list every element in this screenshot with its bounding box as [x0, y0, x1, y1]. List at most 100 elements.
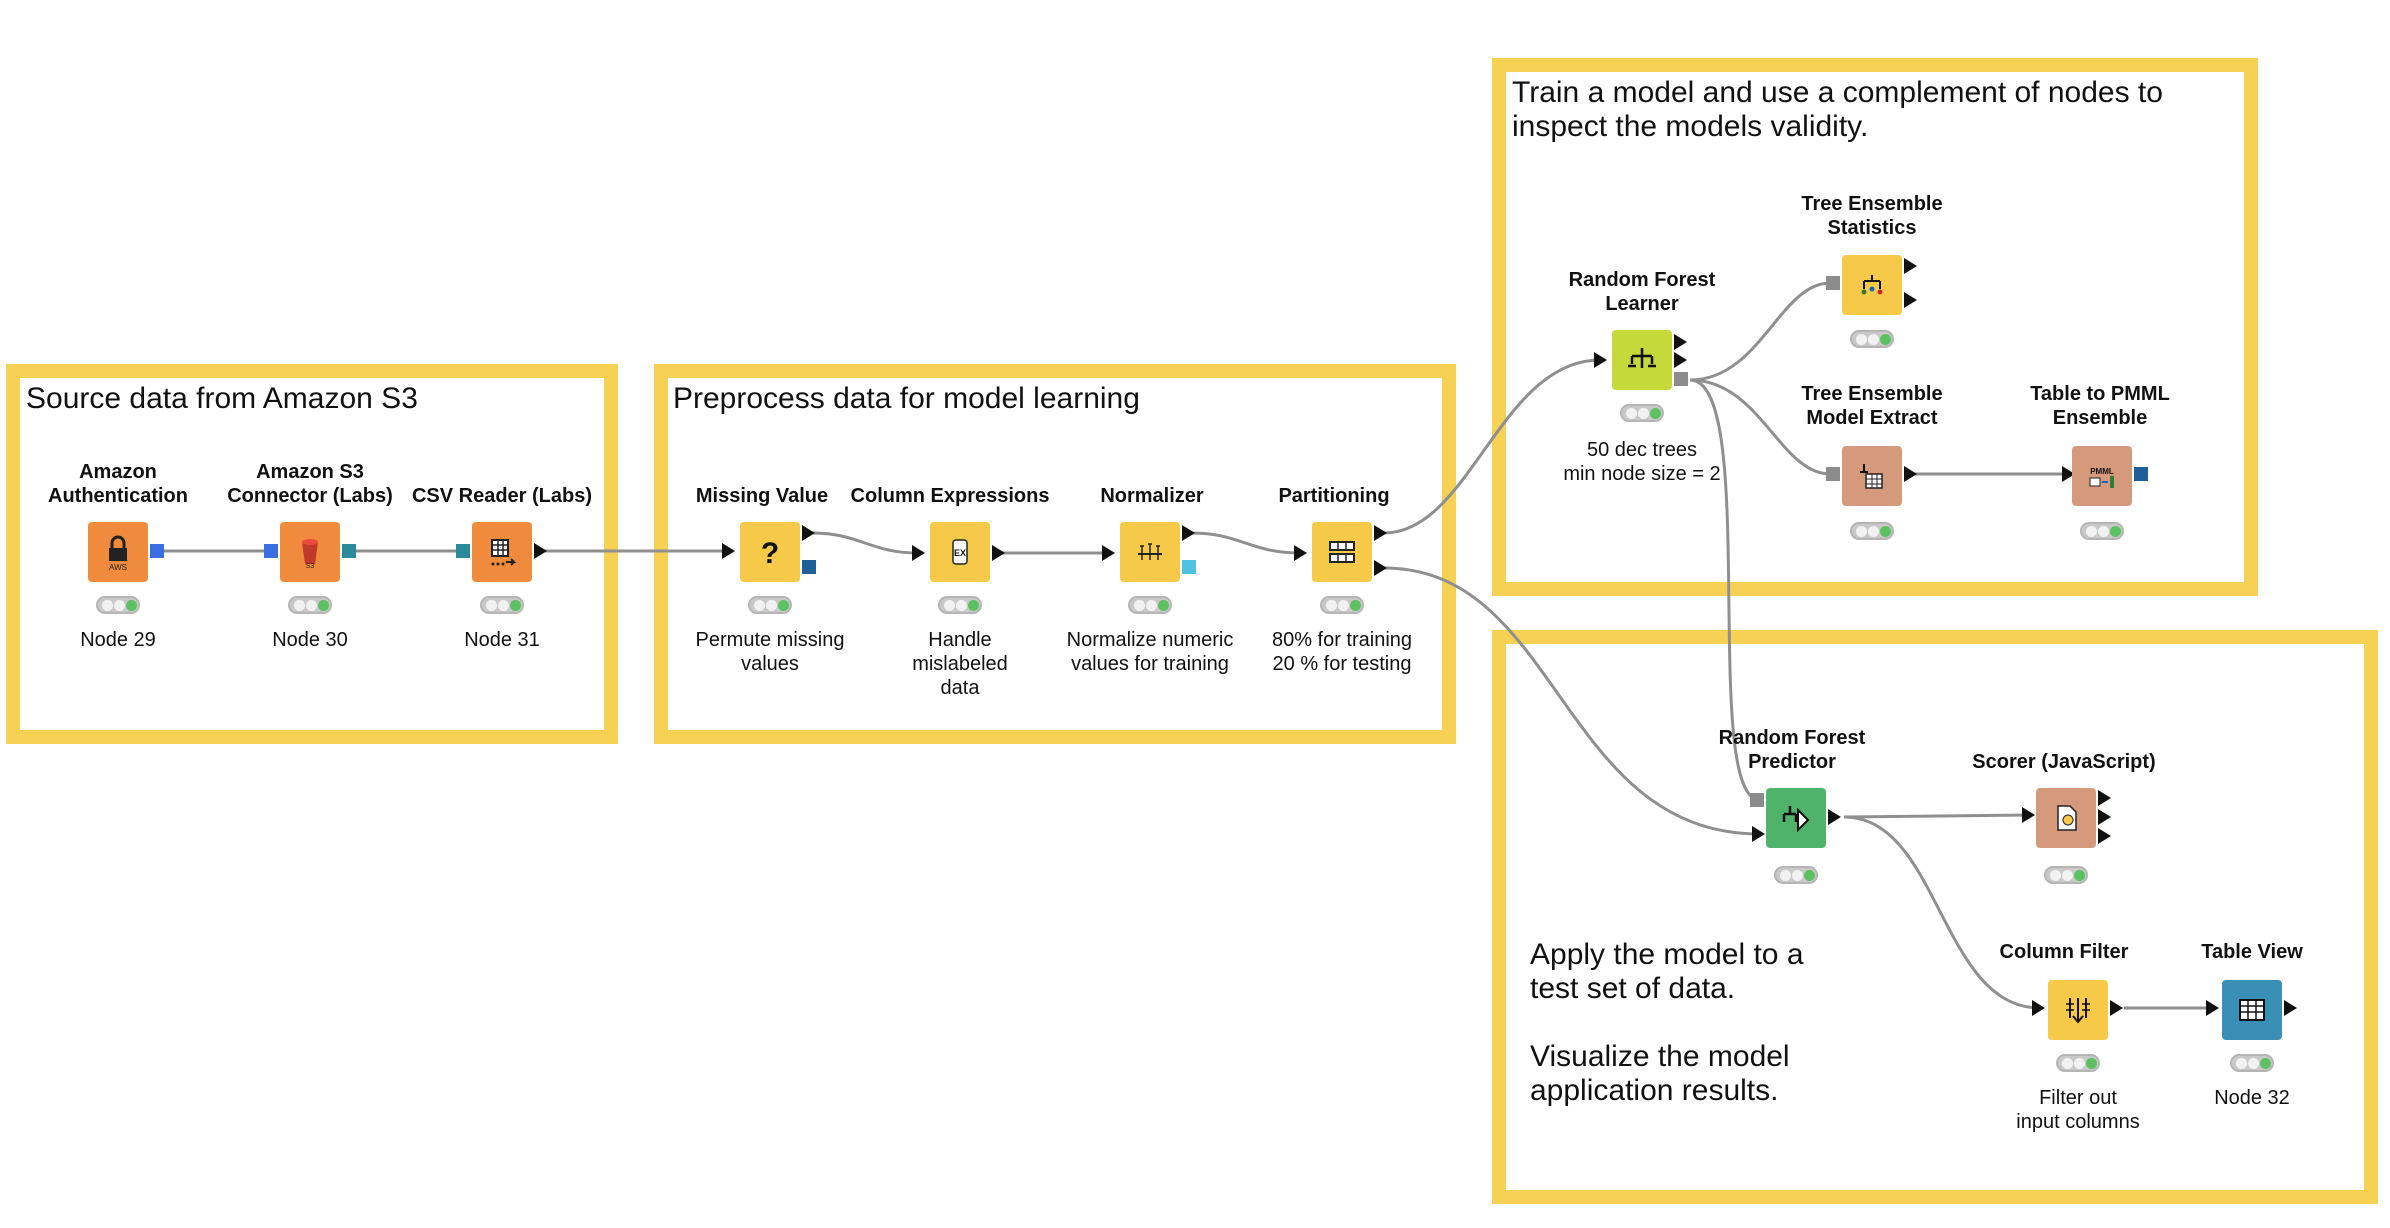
question-icon[interactable]: ?	[740, 522, 800, 582]
output-port[interactable]	[534, 543, 547, 559]
input-port[interactable]	[722, 543, 735, 559]
annotation-apply[interactable]	[1492, 630, 2378, 1204]
connection-partitioning-learner[interactable]	[1383, 358, 1601, 535]
status-traffic-light	[2230, 1054, 2274, 1072]
output-port-3[interactable]	[2098, 828, 2111, 844]
input-port-model[interactable]	[1750, 793, 1764, 807]
output-port[interactable]	[1904, 258, 1917, 274]
input-port[interactable]	[456, 544, 470, 558]
forest-predictor-icon[interactable]	[1766, 788, 1826, 848]
svg-text:?: ?	[761, 537, 779, 570]
annotation-train-text: Train a model and use a complement of no…	[1512, 76, 2163, 143]
node-label: Filter out input columns	[2016, 1087, 2140, 1133]
node-title: CSV Reader (Labs)	[411, 485, 593, 507]
output-port[interactable]	[2284, 1000, 2297, 1016]
connection-predictor-filter[interactable]	[1843, 815, 2041, 1010]
output-port-train[interactable]	[1374, 525, 1387, 541]
input-port[interactable]	[912, 545, 925, 561]
input-port[interactable]	[1826, 276, 1840, 290]
output-port[interactable]	[1904, 466, 1917, 482]
input-port[interactable]	[1102, 545, 1115, 561]
annotation-train[interactable]	[1492, 58, 2258, 596]
node-title: Table View	[2201, 941, 2303, 963]
table-view-icon[interactable]	[2222, 980, 2282, 1040]
connection-predictor-scorer[interactable]	[1843, 813, 2031, 819]
status-traffic-light	[1850, 522, 1894, 540]
node-title: Random Forest Learner	[1568, 269, 1716, 315]
output-port-2[interactable]	[2098, 809, 2111, 825]
input-port[interactable]	[2062, 466, 2075, 482]
node-label: Node 29	[80, 629, 156, 651]
output-port[interactable]	[1828, 809, 1841, 825]
output-port[interactable]	[992, 545, 1005, 561]
node-label: Permute missing values	[695, 629, 845, 675]
annotation-source[interactable]	[6, 364, 618, 744]
node-title: Amazon Authentication	[48, 461, 188, 507]
node-title: Tree Ensemble Model Extract	[1801, 383, 1943, 429]
status-traffic-light	[2044, 866, 2088, 884]
annotation-apply-text: Apply the model to a test set of data. V…	[1530, 938, 1804, 1107]
input-port[interactable]	[2206, 1000, 2219, 1016]
status-traffic-light	[1620, 404, 1664, 422]
status-traffic-light	[2056, 1054, 2100, 1072]
status-traffic-light	[1850, 330, 1894, 348]
input-port-data[interactable]	[1752, 826, 1765, 842]
status-traffic-light	[96, 596, 140, 614]
lock-aws-icon[interactable]: AWS	[88, 522, 148, 582]
connection-learner-predictor[interactable]	[1689, 378, 1761, 802]
expression-icon[interactable]: EX	[930, 522, 990, 582]
input-port[interactable]	[264, 544, 278, 558]
csv-table-icon[interactable]	[472, 522, 532, 582]
tree-extract-icon[interactable]	[1842, 446, 1902, 506]
output-port-model[interactable]	[2134, 467, 2148, 481]
forest-learner-icon[interactable]	[1612, 330, 1672, 390]
annotation-preprocess[interactable]	[654, 364, 1456, 744]
status-traffic-light	[1128, 596, 1172, 614]
tree-stats-icon[interactable]	[1842, 255, 1902, 315]
output-port[interactable]	[1182, 525, 1195, 541]
scorer-icon[interactable]	[2036, 788, 2096, 848]
svg-text:AWS: AWS	[109, 563, 127, 572]
normalize-icon[interactable]	[1120, 522, 1180, 582]
status-traffic-light	[748, 596, 792, 614]
output-port[interactable]	[342, 544, 356, 558]
connection-partitioning-predictor[interactable]	[1383, 566, 1761, 836]
input-port[interactable]	[1594, 352, 1607, 368]
output-port[interactable]	[2110, 1000, 2123, 1016]
node-label: Node 30	[272, 629, 348, 651]
node-title: Random Forest Predictor	[1718, 727, 1866, 773]
connection-normalizer-partitioning[interactable]	[1191, 531, 1301, 555]
s3-bucket-icon[interactable]: S3	[280, 522, 340, 582]
output-port-model[interactable]	[802, 560, 816, 574]
input-port[interactable]	[2022, 807, 2035, 823]
connection-learner-stats[interactable]	[1689, 281, 1831, 382]
input-port[interactable]	[2032, 1000, 2045, 1016]
output-port[interactable]	[802, 525, 815, 541]
output-port-oob[interactable]	[1674, 352, 1687, 368]
input-port[interactable]	[1826, 467, 1840, 481]
node-title: Normalizer	[1100, 485, 1204, 507]
output-port-1[interactable]	[2098, 790, 2111, 806]
annotation-preprocess-text: Preprocess data for model learning	[673, 382, 1140, 415]
status-traffic-light	[288, 596, 332, 614]
partition-icon[interactable]	[1312, 522, 1372, 582]
output-port[interactable]	[150, 544, 164, 558]
output-port[interactable]	[1674, 334, 1687, 350]
node-title: Column Expressions	[850, 485, 1050, 507]
node-label: Handle mislabeled data	[912, 629, 1008, 699]
input-port[interactable]	[1294, 545, 1307, 561]
connection-learner-extract[interactable]	[1689, 378, 1831, 476]
filter-icon[interactable]	[2048, 980, 2108, 1040]
output-port-model[interactable]	[1182, 560, 1196, 574]
output-port-test[interactable]	[1374, 560, 1387, 576]
node-label: Normalize numeric values for training	[1066, 629, 1234, 675]
node-title: Amazon S3 Connector (Labs)	[227, 461, 393, 507]
output-port-2[interactable]	[1904, 292, 1917, 308]
status-traffic-light	[1774, 866, 1818, 884]
connection-missing-colexpr[interactable]	[811, 531, 919, 555]
status-traffic-light	[1320, 596, 1364, 614]
output-port-model[interactable]	[1674, 372, 1688, 386]
pmml-icon[interactable]: PMML	[2072, 446, 2132, 506]
status-traffic-light	[2080, 522, 2124, 540]
